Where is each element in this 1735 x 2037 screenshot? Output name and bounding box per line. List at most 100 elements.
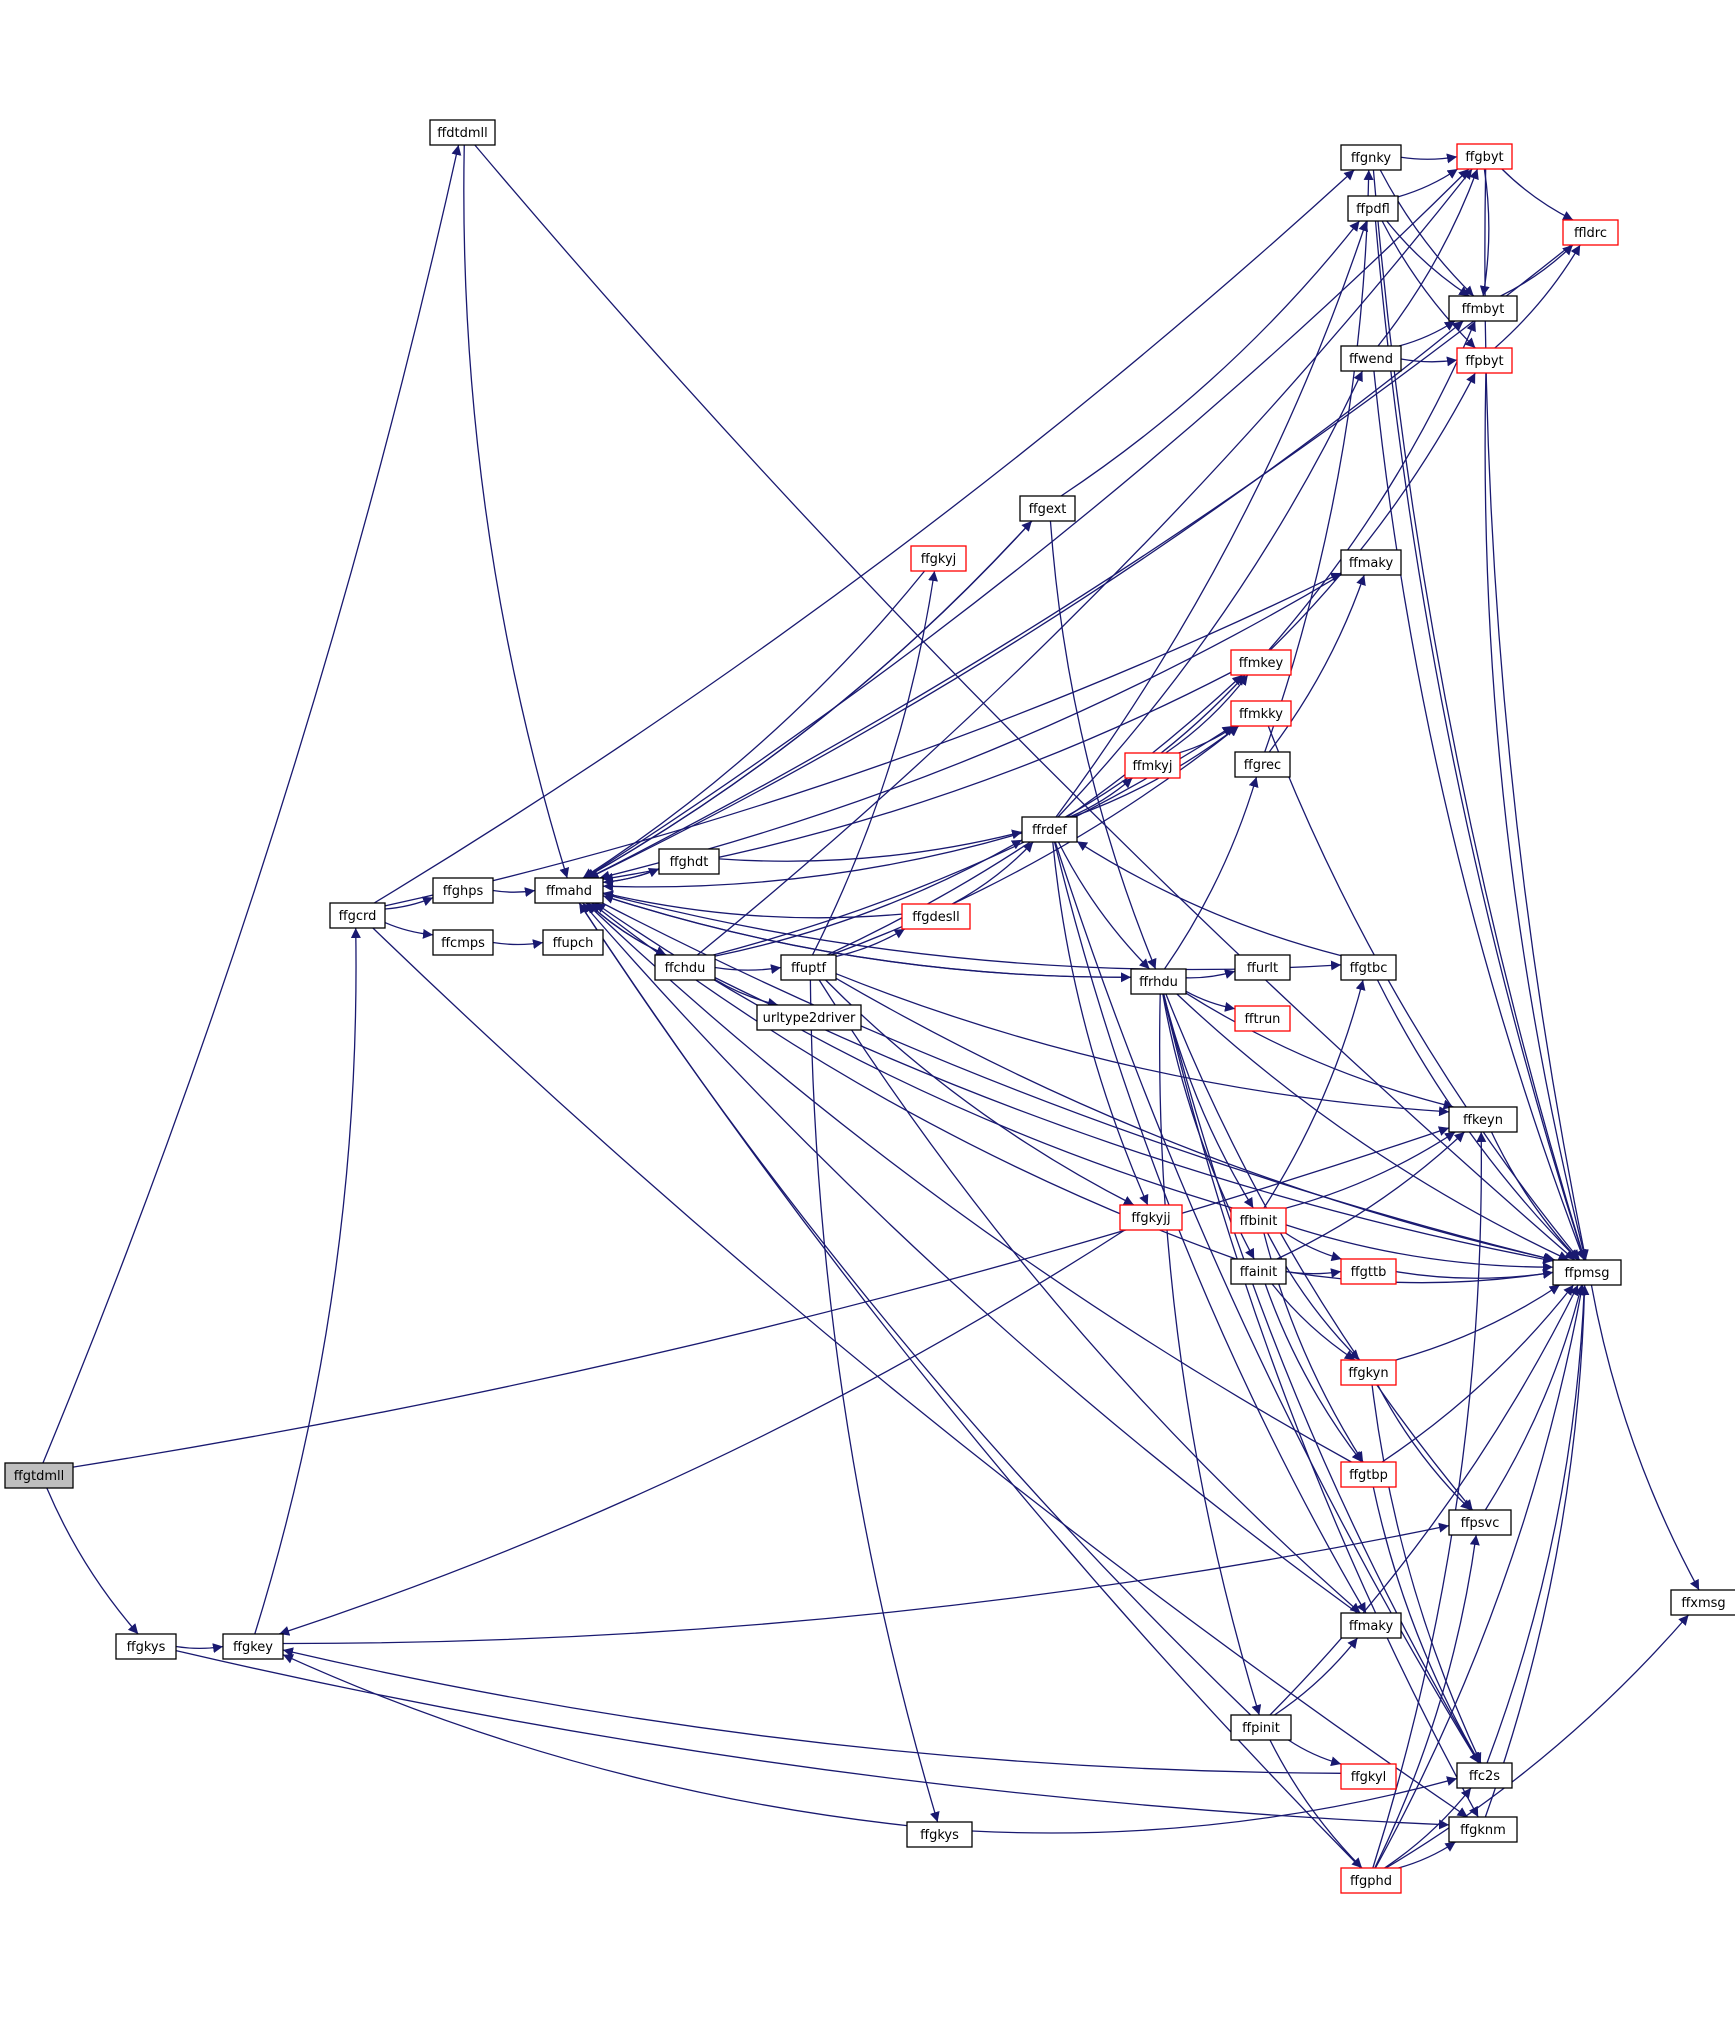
node-box-ffmbyt[interactable]	[1448, 295, 1518, 322]
node-box-ffrdef[interactable]	[1021, 816, 1078, 843]
node-box-ffgkyj[interactable]	[910, 545, 967, 572]
node-box-ffldrc[interactable]	[1562, 219, 1619, 246]
node-box-ffgtdmll[interactable]	[4, 1462, 74, 1489]
node-ffrdef[interactable]: ffrdef	[1021, 816, 1078, 843]
node-ffmbyt[interactable]: ffmbyt	[1448, 295, 1518, 322]
node-ffgtdmll[interactable]: ffgtdmll	[4, 1462, 74, 1489]
node-ffgrec[interactable]: ffgrec	[1234, 751, 1291, 778]
node-box-ffbinit[interactable]	[1230, 1207, 1287, 1234]
node-box-ffgknm[interactable]	[1448, 1816, 1518, 1843]
node-box-ffgnky[interactable]	[1340, 144, 1402, 171]
node-box-ffghdt[interactable]	[658, 848, 720, 875]
node-ffghps[interactable]: ffghps	[432, 877, 494, 904]
node-box-ffmkky[interactable]	[1230, 700, 1292, 727]
node-ffcmps[interactable]: ffcmps	[432, 929, 494, 956]
node-box-ffgext[interactable]	[1019, 495, 1076, 522]
node-box-ffmkyj[interactable]	[1124, 752, 1181, 779]
node-ffkeyn[interactable]: ffkeyn	[1448, 1106, 1518, 1133]
node-ffmkky[interactable]: ffmkky	[1230, 700, 1292, 727]
node-box-ffmahd[interactable]	[534, 877, 604, 904]
node-box-ffcmps[interactable]	[432, 929, 494, 956]
node-ffgttb[interactable]: ffgttb	[1340, 1258, 1397, 1285]
node-box-ffgrec[interactable]	[1234, 751, 1291, 778]
node-box-ffghps[interactable]	[432, 877, 494, 904]
node-box-ffgdesll[interactable]	[901, 903, 971, 930]
node-ffgnky[interactable]: ffgnky	[1340, 144, 1402, 171]
node-ffpsvc[interactable]: ffpsvc	[1448, 1509, 1512, 1536]
node-ffpmsg[interactable]: ffpmsg	[1552, 1259, 1622, 1286]
node-box-ffdtdmll[interactable]	[429, 119, 496, 146]
node-ffc2s[interactable]: ffc2s	[1456, 1762, 1513, 1789]
node-ffuptf[interactable]: ffuptf	[780, 954, 837, 981]
node-box-ffgtbc[interactable]	[1340, 954, 1397, 981]
node-ffmkey[interactable]: ffmkey	[1230, 649, 1292, 676]
node-ffgtbc[interactable]: ffgtbc	[1340, 954, 1397, 981]
node-box-ffuptf[interactable]	[780, 954, 837, 981]
node-box-ffgphd[interactable]	[1340, 1867, 1402, 1894]
node-ffchdu[interactable]: ffchdu	[654, 954, 716, 981]
node-box-ffkeyn[interactable]	[1448, 1106, 1518, 1133]
node-box-ffgkey[interactable]	[222, 1633, 284, 1660]
node-box-ffc2s[interactable]	[1456, 1762, 1513, 1789]
node-ffgkey[interactable]: ffgkey	[222, 1633, 284, 1660]
node-ffrhdu[interactable]: ffrhdu	[1130, 968, 1187, 995]
node-box-urltype2driver[interactable]	[756, 1004, 862, 1031]
node-box-ffgtbp[interactable]	[1340, 1461, 1397, 1488]
node-box-ffwend[interactable]	[1340, 345, 1402, 372]
node-ffpbyt[interactable]: ffpbyt	[1456, 347, 1513, 374]
node-ffmahd[interactable]: ffmahd	[534, 877, 604, 904]
node-box-ffgcrd[interactable]	[329, 902, 386, 929]
node-ffmaky_top[interactable]: ffmaky	[1340, 549, 1402, 576]
node-ffgkyl[interactable]: ffgkyl	[1340, 1763, 1397, 1790]
node-ffupch[interactable]: ffupch	[542, 929, 604, 956]
node-ffgkys_a[interactable]: ffgkys	[115, 1633, 177, 1660]
node-box-ffmaky_top[interactable]	[1340, 549, 1402, 576]
node-box-ffpbyt[interactable]	[1456, 347, 1513, 374]
node-ffwend[interactable]: ffwend	[1340, 345, 1402, 372]
node-fftrun[interactable]: fftrun	[1234, 1005, 1291, 1032]
node-ffgknm[interactable]: ffgknm	[1448, 1816, 1518, 1843]
node-ffgtbp[interactable]: ffgtbp	[1340, 1461, 1397, 1488]
node-box-ffxmsg[interactable]	[1670, 1589, 1735, 1616]
node-ffgcrd[interactable]: ffgcrd	[329, 902, 386, 929]
node-box-ffupch[interactable]	[542, 929, 604, 956]
node-box-fftrun[interactable]	[1234, 1005, 1291, 1032]
node-box-ffpinit[interactable]	[1230, 1714, 1292, 1741]
node-box-ffchdu[interactable]	[654, 954, 716, 981]
node-box-ffgkys_a[interactable]	[115, 1633, 177, 1660]
node-box-ffpmsg[interactable]	[1552, 1259, 1622, 1286]
node-ffurlt[interactable]: ffurlt	[1234, 954, 1291, 981]
node-ffgext[interactable]: ffgext	[1019, 495, 1076, 522]
node-ffgkyn[interactable]: ffgkyn	[1340, 1359, 1397, 1386]
node-ffgbyt[interactable]: ffgbyt	[1456, 143, 1513, 170]
node-box-ffurlt[interactable]	[1234, 954, 1291, 981]
node-ffldrc[interactable]: ffldrc	[1562, 219, 1619, 246]
node-ffgkyjj[interactable]: ffgkyjj	[1119, 1204, 1183, 1231]
node-ffmaky_bot[interactable]: ffmaky	[1340, 1612, 1402, 1639]
node-ffainit[interactable]: ffainit	[1230, 1258, 1287, 1285]
node-box-ffmkey[interactable]	[1230, 649, 1292, 676]
node-box-ffgkys_b[interactable]	[906, 1821, 973, 1848]
node-ffpdfl[interactable]: ffpdfl	[1347, 195, 1399, 222]
node-box-ffainit[interactable]	[1230, 1258, 1287, 1285]
node-ffgkyj[interactable]: ffgkyj	[910, 545, 967, 572]
node-box-ffgkyl[interactable]	[1340, 1763, 1397, 1790]
node-box-ffrhdu[interactable]	[1130, 968, 1187, 995]
node-ffmkyj[interactable]: ffmkyj	[1124, 752, 1181, 779]
node-ffgkys_b[interactable]: ffgkys	[906, 1821, 973, 1848]
node-ffdtdmll[interactable]: ffdtdmll	[429, 119, 496, 146]
node-ffghdt[interactable]: ffghdt	[658, 848, 720, 875]
node-box-ffpdfl[interactable]	[1347, 195, 1399, 222]
node-box-ffgbyt[interactable]	[1456, 143, 1513, 170]
node-ffxmsg[interactable]: ffxmsg	[1670, 1589, 1735, 1616]
node-ffgdesll[interactable]: ffgdesll	[901, 903, 971, 930]
node-box-ffgkyjj[interactable]	[1119, 1204, 1183, 1231]
node-urltype2driver[interactable]: urltype2driver	[756, 1004, 862, 1031]
node-box-ffgttb[interactable]	[1340, 1258, 1397, 1285]
node-box-ffgkyn[interactable]	[1340, 1359, 1397, 1386]
node-box-ffpsvc[interactable]	[1448, 1509, 1512, 1536]
node-ffbinit[interactable]: ffbinit	[1230, 1207, 1287, 1234]
node-ffpinit[interactable]: ffpinit	[1230, 1714, 1292, 1741]
node-ffgphd[interactable]: ffgphd	[1340, 1867, 1402, 1894]
node-box-ffmaky_bot[interactable]	[1340, 1612, 1402, 1639]
